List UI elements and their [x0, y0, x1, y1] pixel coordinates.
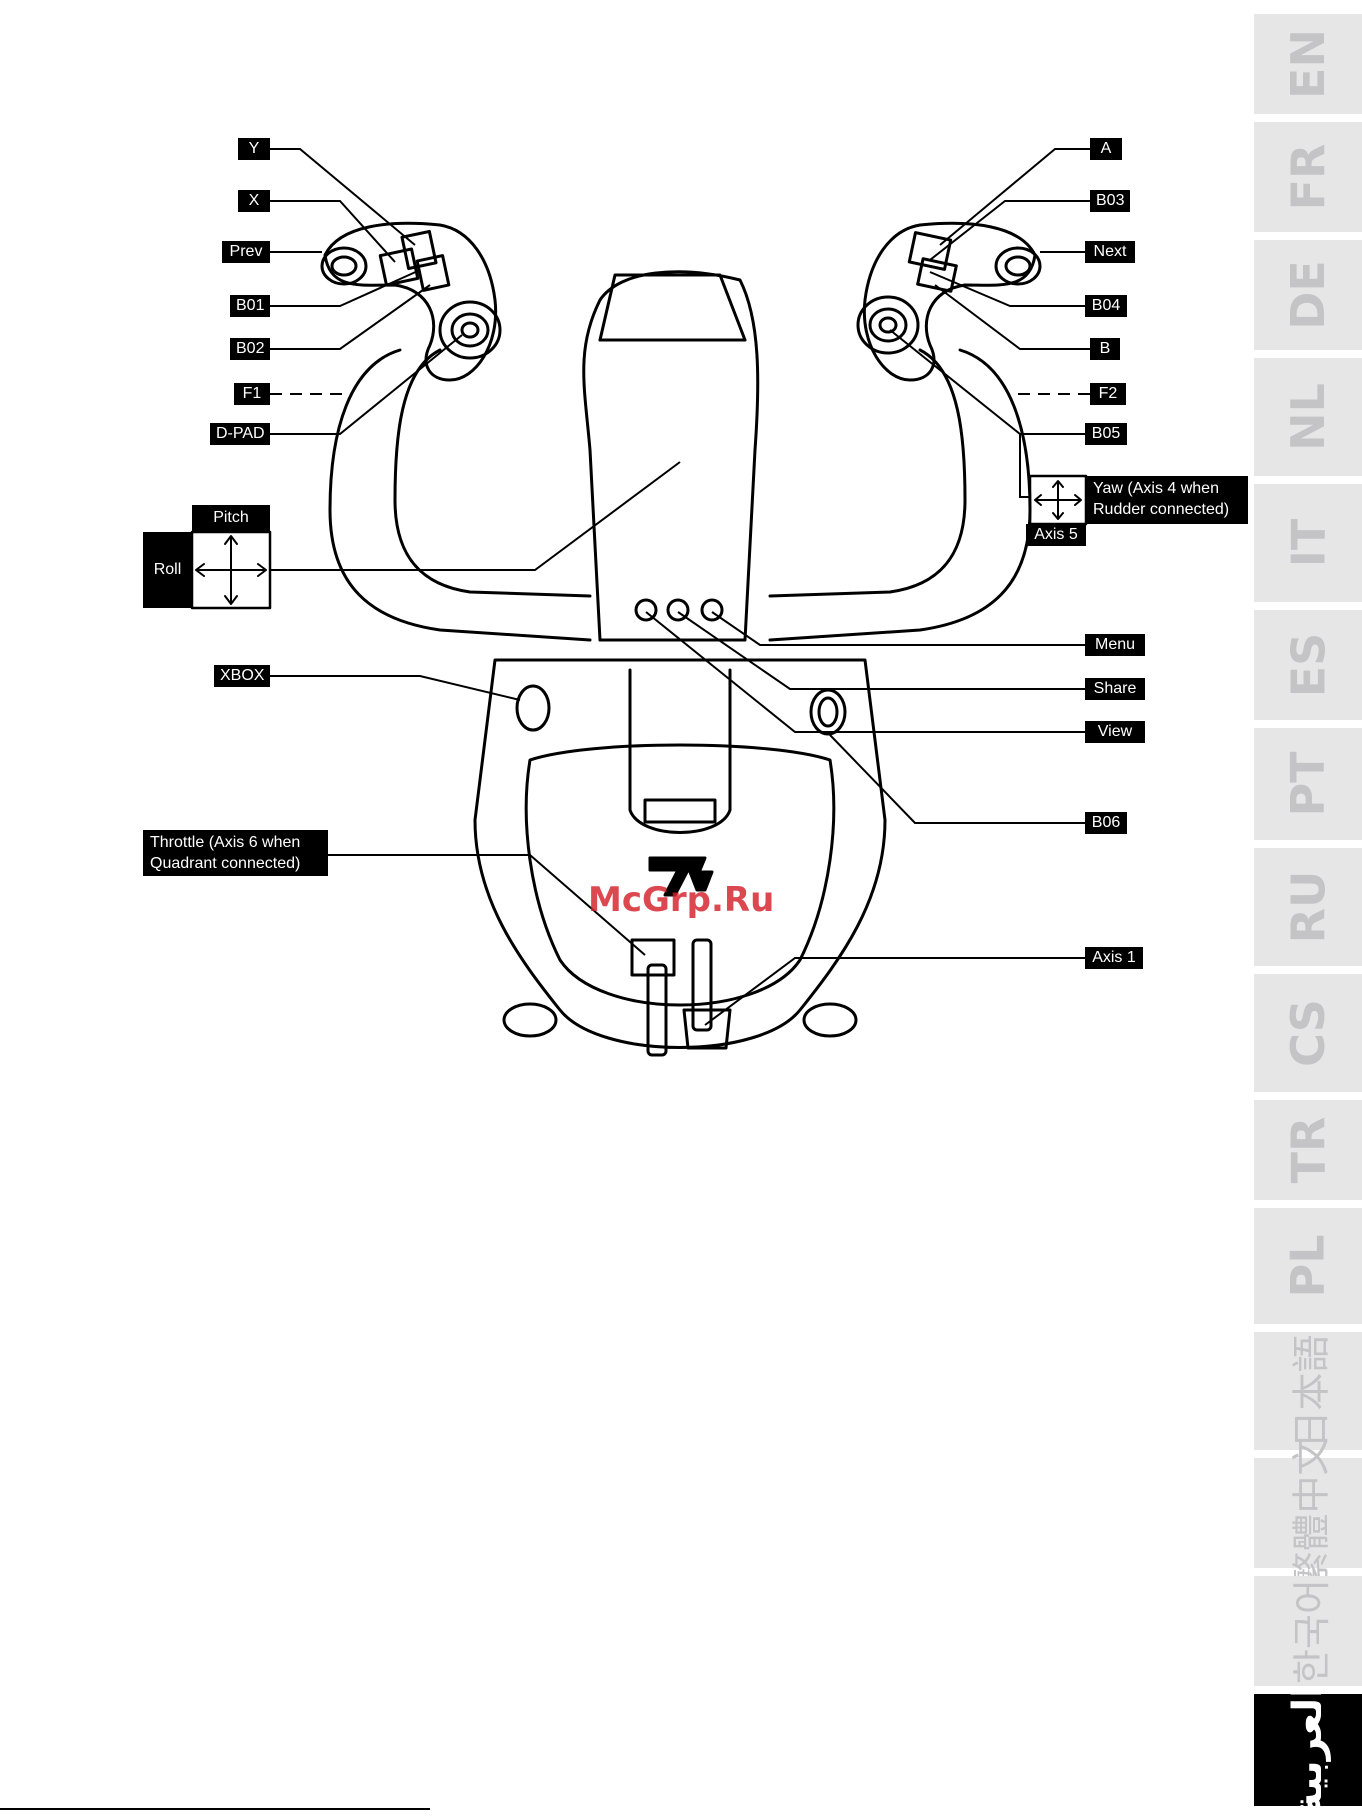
left-yoke-horn: [330, 350, 590, 640]
tab-it[interactable]: IT: [1254, 484, 1362, 602]
label-throttle: Throttle (Axis 6 when Quadrant connected…: [143, 830, 328, 876]
tab-ja[interactable]: 日本語: [1254, 1332, 1362, 1450]
left-dpad-hat: [440, 302, 500, 358]
watermark: McGrp.Ru: [588, 880, 774, 920]
label-yaw-line1: Yaw (Axis 4 when: [1093, 478, 1241, 499]
label-roll: Roll: [143, 532, 192, 608]
tab-fr[interactable]: FR: [1254, 122, 1362, 232]
label-next: Next: [1085, 241, 1135, 263]
tab-ko[interactable]: 한국어: [1254, 1576, 1362, 1686]
tab-label: PT: [1281, 751, 1335, 816]
leader-menu: [712, 612, 1085, 645]
label-view: View: [1085, 721, 1145, 743]
label-b: B: [1090, 338, 1120, 360]
language-tabs: EN FR DE NL IT ES PT RU CS TR PL 日本語 繁體中…: [1252, 0, 1362, 1815]
leader-y: [270, 149, 415, 245]
leader-xbox: [270, 676, 520, 700]
footer-rule: [0, 1808, 430, 1810]
tab-pt[interactable]: PT: [1254, 728, 1362, 840]
axis1-slot: [693, 940, 711, 1030]
tab-label: 日本語: [1281, 1334, 1336, 1448]
label-yaw: Yaw (Axis 4 when Rudder connected): [1086, 476, 1248, 524]
tab-label: DE: [1281, 260, 1335, 330]
label-b02: B02: [230, 338, 270, 360]
label-a: A: [1090, 138, 1122, 160]
tab-cs[interactable]: CS: [1254, 974, 1362, 1092]
tab-tr[interactable]: TR: [1254, 1100, 1362, 1200]
tab-label: 繁體中文: [1281, 1437, 1336, 1589]
tab-label: 한국어: [1280, 1579, 1335, 1684]
label-dpad: D-PAD: [210, 423, 270, 445]
tab-label: ES: [1281, 633, 1335, 698]
label-b04: B04: [1085, 295, 1127, 317]
tab-label: العربية: [1285, 1684, 1331, 1816]
label-yaw-line2: Rudder connected): [1093, 499, 1241, 520]
throttle-slot: [648, 965, 666, 1055]
tab-label: EN: [1281, 29, 1335, 99]
label-axis5: Axis 5: [1026, 524, 1086, 546]
tab-es[interactable]: ES: [1254, 610, 1362, 720]
label-f2: F2: [1090, 383, 1126, 405]
tab-en[interactable]: EN: [1254, 14, 1362, 114]
leader-b05: [890, 330, 1090, 434]
yoke-base: [475, 660, 885, 1048]
label-x: X: [238, 190, 270, 212]
leader-share: [678, 612, 1085, 689]
label-prev: Prev: [222, 241, 270, 263]
leader-b: [935, 285, 1090, 349]
label-xbox: XBOX: [214, 665, 270, 687]
center-column: [584, 272, 758, 640]
label-b06: B06: [1085, 812, 1127, 834]
tab-pl[interactable]: PL: [1254, 1208, 1362, 1324]
label-b03: B03: [1090, 190, 1130, 212]
tab-zh[interactable]: 繁體中文: [1254, 1458, 1362, 1568]
label-y: Y: [238, 138, 270, 160]
tab-label: RU: [1281, 871, 1335, 944]
right-yoke-horn: [770, 350, 1030, 640]
tab-nl[interactable]: NL: [1254, 358, 1362, 476]
label-f1: F1: [234, 383, 270, 405]
leader-axis1: [705, 958, 1085, 1025]
tab-de[interactable]: DE: [1254, 240, 1362, 350]
leader-b02: [270, 285, 430, 349]
label-b05: B05: [1085, 423, 1127, 445]
tab-label: NL: [1281, 383, 1335, 451]
tab-label: CS: [1281, 999, 1335, 1067]
xbox-button: [517, 686, 549, 730]
tab-ru[interactable]: RU: [1254, 848, 1362, 966]
throttle-lever: [632, 940, 674, 975]
left-b-buttons: [417, 256, 449, 291]
tab-label: IT: [1281, 519, 1335, 568]
tab-label: PL: [1281, 1234, 1335, 1297]
tab-label: FR: [1281, 144, 1335, 211]
label-axis1: Axis 1: [1085, 947, 1143, 969]
label-b01: B01: [230, 295, 270, 317]
label-share: Share: [1085, 678, 1145, 700]
leader-b06: [830, 735, 1085, 823]
label-pitch: Pitch: [192, 505, 270, 531]
tab-label: TR: [1281, 1117, 1335, 1184]
label-throttle-line2: Quadrant connected): [150, 853, 321, 874]
leader-a: [940, 149, 1090, 245]
label-throttle-line1: Throttle (Axis 6 when: [150, 832, 321, 853]
label-menu: Menu: [1085, 634, 1145, 656]
tab-ar[interactable]: العربية: [1254, 1694, 1362, 1806]
